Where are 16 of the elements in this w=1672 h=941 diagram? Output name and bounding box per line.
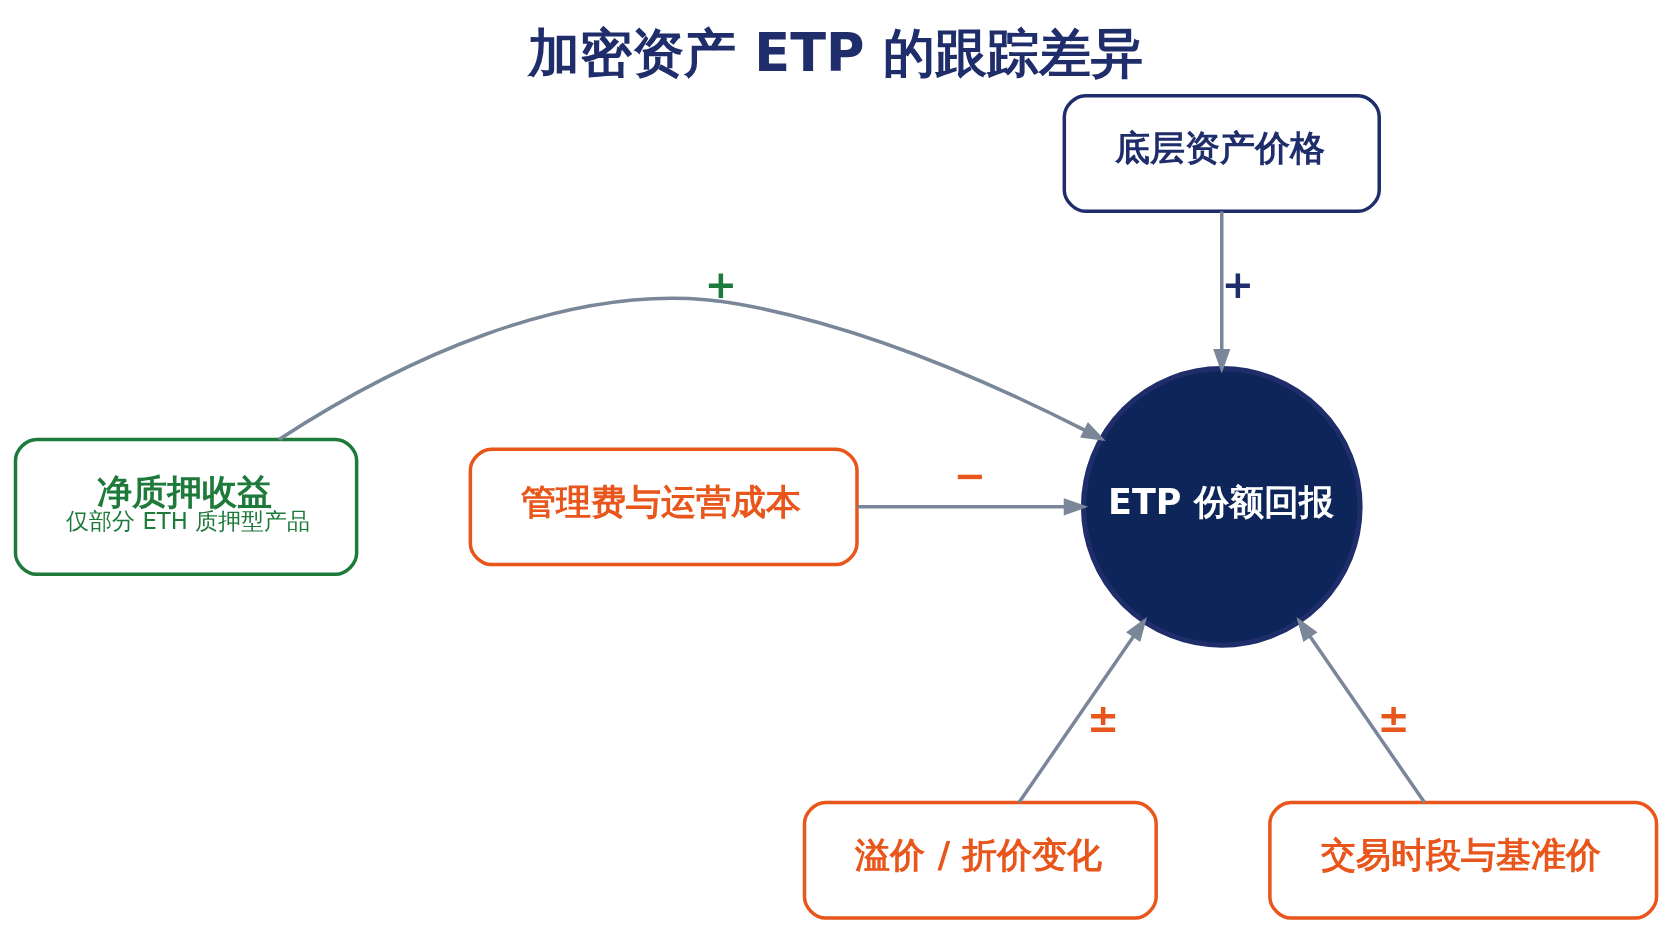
node-box: 溢价 / 折价变化 (802, 800, 1158, 920)
arrow (278, 296, 1106, 441)
arrow (1296, 616, 1426, 803)
edge-label: ± (1087, 695, 1120, 741)
arrow (857, 497, 1089, 515)
edge-label: + (1221, 261, 1254, 307)
arrow (1017, 616, 1148, 803)
node-box: 净质押收益 仅部分 ETH 质押型产品 (13, 437, 359, 576)
diagram-title: 加密资产 ETP 的跟踪差异 (528, 21, 1143, 83)
edge-label: + (704, 261, 738, 307)
arrow (1213, 210, 1231, 374)
node-box: 交易时段与基准价 (1268, 800, 1659, 920)
node-box: 管理费与运营成本 (468, 446, 859, 566)
node-box: 底层资产价格 (1062, 93, 1381, 213)
edge-label: ± (1377, 695, 1410, 741)
edge-label: − (953, 452, 986, 498)
